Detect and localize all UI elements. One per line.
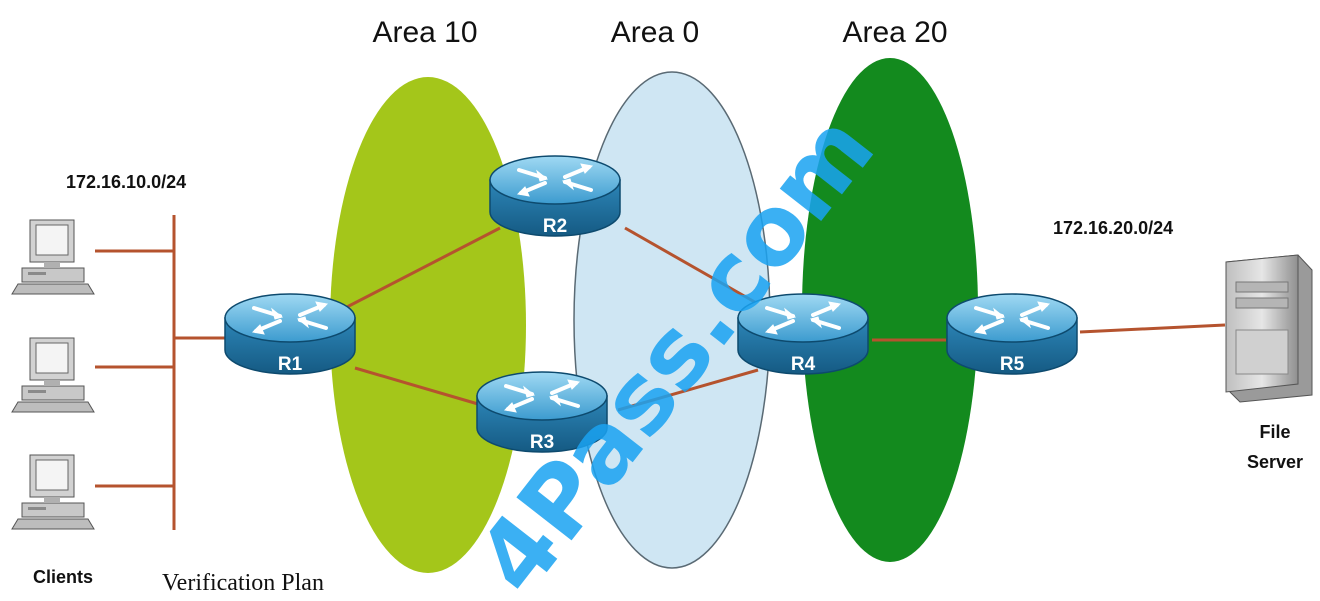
- client-pc-icon: [11, 337, 95, 413]
- file-server-label-line2: Server: [1247, 452, 1303, 472]
- router-r5: R5: [945, 292, 1079, 376]
- link-r2-r4: [624, 226, 761, 307]
- area-0-label: Area 0: [611, 16, 699, 49]
- area-10-label: Area 10: [372, 16, 477, 49]
- router-r3-label: R3: [530, 432, 554, 453]
- subnet-label-server: 172.16.20.0/24: [1053, 218, 1173, 238]
- router-r2: R2: [488, 154, 622, 238]
- client-pc-icon: [11, 454, 95, 530]
- file-server-label-line1: File: [1259, 422, 1290, 442]
- link-r3-r4: [617, 368, 759, 412]
- router-r5-label: R5: [1000, 354, 1025, 375]
- router-r3: R3: [475, 370, 609, 454]
- router-r1: R1: [223, 292, 357, 376]
- area-10-zone: [330, 77, 526, 573]
- router-r4: R4: [736, 292, 870, 376]
- client-pc-icon: [11, 219, 95, 295]
- router-r4-label: R4: [791, 354, 816, 375]
- area-20-zone: [802, 58, 978, 562]
- file-server-icon: [1225, 254, 1313, 403]
- router-r1-label: R1: [278, 354, 303, 375]
- link-r1-r3: [354, 366, 479, 406]
- link-r5-server: [1079, 323, 1226, 334]
- area-20-label: Area 20: [842, 16, 947, 49]
- link-r1-r2: [344, 226, 501, 310]
- router-r2-label: R2: [543, 216, 567, 237]
- clients-label: Clients: [33, 567, 93, 587]
- subnet-label-clients: 172.16.10.0/24: [66, 172, 186, 192]
- verification-plan-label: Verification Plan: [162, 570, 324, 596]
